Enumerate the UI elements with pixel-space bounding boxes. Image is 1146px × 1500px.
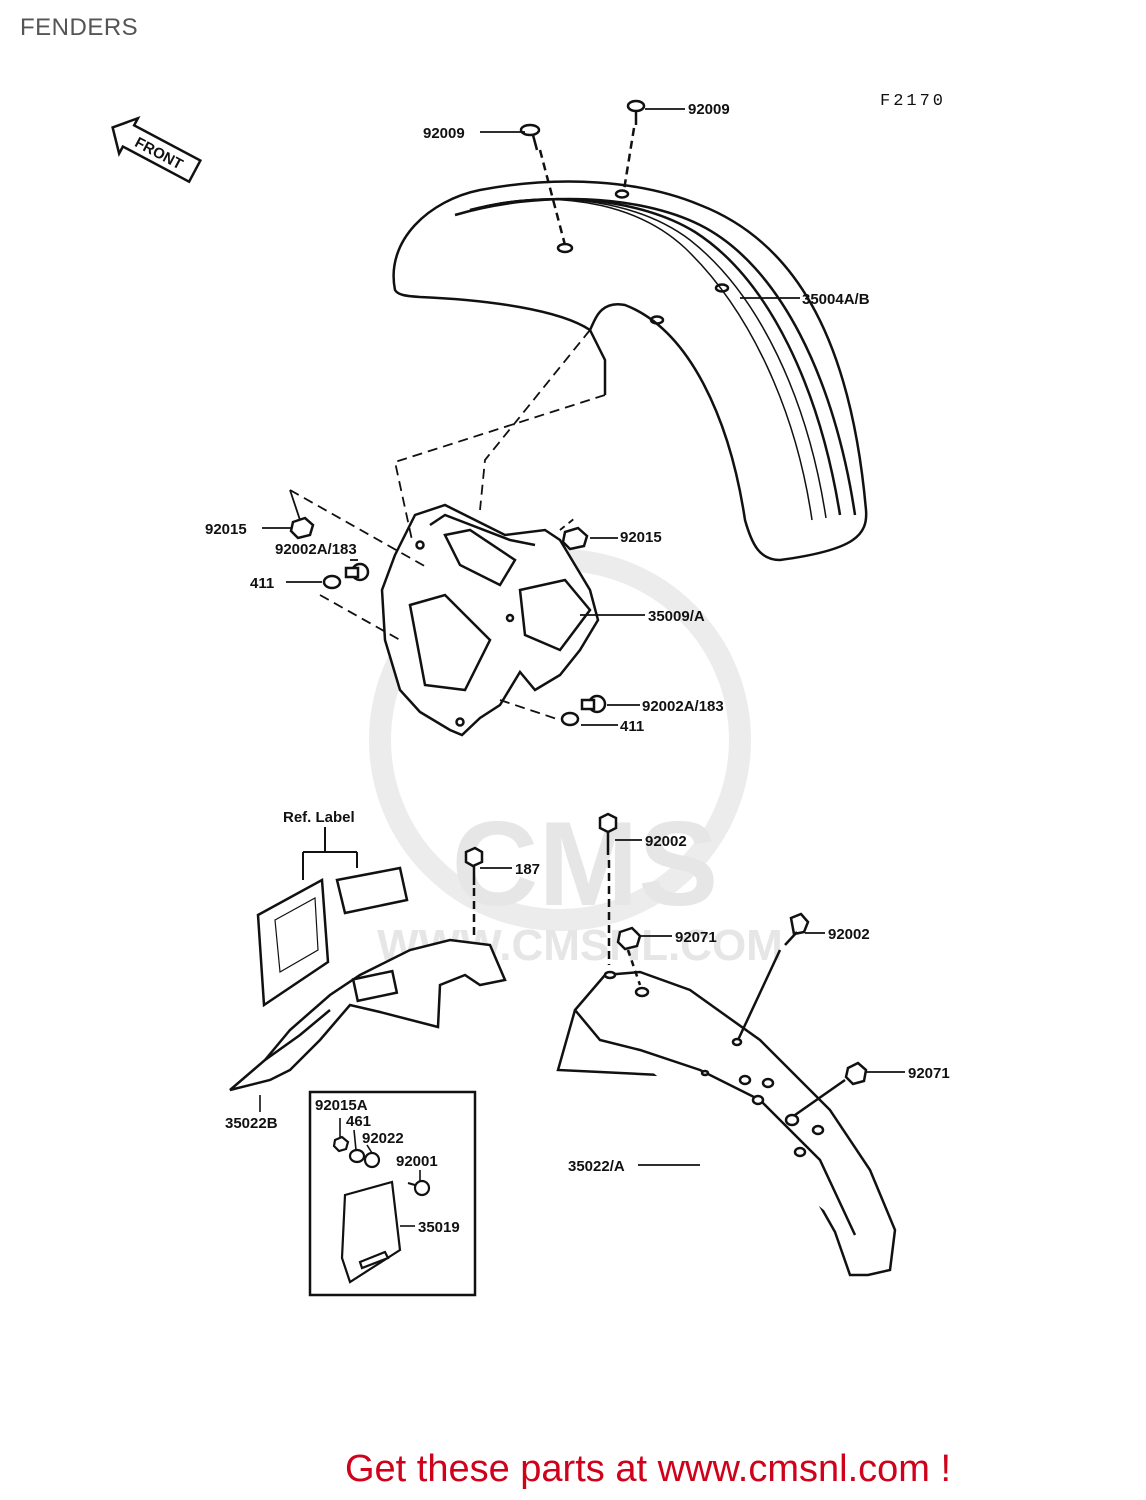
callout-92002-right: 92002 <box>828 926 870 943</box>
callout-labels: 92009 92009 35004A/B 92015 92015 92002A/… <box>205 101 950 1236</box>
callout-35022a: 35022/A <box>568 1158 625 1175</box>
callout-411-right: 411 <box>620 718 644 735</box>
front-arrow-icon: FRONT <box>111 115 203 184</box>
callout-35004: 35004A/B <box>802 291 870 308</box>
bolt-92002a-left-icon <box>344 562 370 582</box>
bolt-187-icon <box>464 846 484 940</box>
bolt-92002-right-icon <box>736 912 810 1041</box>
washer-92022-icon <box>363 1151 381 1169</box>
callout-92009-right: 92009 <box>688 101 730 118</box>
washer-461-icon <box>348 1148 366 1164</box>
callout-411-left: 411 <box>250 575 274 592</box>
nut-92071-right-icon <box>794 1061 868 1117</box>
rear-flap <box>229 938 507 1092</box>
page-title: FENDERS <box>20 14 139 41</box>
license-plate-kit-box <box>308 1090 477 1297</box>
callout-92071-top: 92071 <box>675 929 717 946</box>
washer-411-right-icon <box>560 711 580 727</box>
leader-lines <box>262 108 905 1166</box>
ref-label-sticker <box>335 866 409 915</box>
callout-92015a: 92015A <box>315 1097 368 1114</box>
bolt-92009-left-icon <box>519 123 567 246</box>
watermark-text: CMS <box>452 797 719 931</box>
callout-92002-top: 92002 <box>645 833 687 850</box>
callout-187: 187 <box>515 861 540 878</box>
plate-35019-icon <box>340 1180 402 1284</box>
callout-92002a-right: 92002A/183 <box>642 698 724 715</box>
caution-label <box>256 877 330 1008</box>
nut-92071-top-icon <box>616 926 642 986</box>
nut-92015a-icon <box>332 1135 350 1153</box>
footer-shop-link[interactable]: Get these parts at www.cmsnl.com ! <box>0 1448 1146 1491</box>
callout-35019: 35019 <box>418 1219 460 1236</box>
ref-label-bracket <box>302 827 358 880</box>
callout-92009-left: 92009 <box>423 125 465 142</box>
bolt-92009-right-icon <box>622 99 646 191</box>
callout-461: 461 <box>346 1113 371 1130</box>
callout-92001: 92001 <box>396 1153 438 1170</box>
callout-92015-right: 92015 <box>620 529 662 546</box>
rear-fender <box>556 970 897 1277</box>
fork-brace <box>380 503 600 737</box>
bolt-92002a-right-icon <box>580 694 607 714</box>
nut-92015-left-icon <box>289 516 315 540</box>
callout-92022: 92022 <box>362 1130 404 1147</box>
figure-code: F2170 <box>880 92 946 111</box>
callout-35022b: 35022B <box>225 1115 278 1132</box>
washer-411-left-icon <box>322 574 342 590</box>
callout-92015-left: 92015 <box>205 521 247 538</box>
callout-35009: 35009/A <box>648 608 705 625</box>
callout-92002a-left: 92002A/183 <box>275 541 357 558</box>
watermark: CMS WWW.CMSNL.COM <box>369 549 783 970</box>
callout-92071-right: 92071 <box>908 1065 950 1082</box>
screw-92001-icon <box>407 1179 431 1197</box>
nut-92015-right-icon <box>561 526 589 551</box>
assembly-lines <box>289 329 606 721</box>
footer-shop-link-text: Get these parts at www.cmsnl.com ! <box>344 1448 952 1490</box>
bolt-92002-top-icon <box>598 812 618 965</box>
ref-label-text: Ref. Label <box>283 809 355 826</box>
front-fender <box>392 180 868 562</box>
